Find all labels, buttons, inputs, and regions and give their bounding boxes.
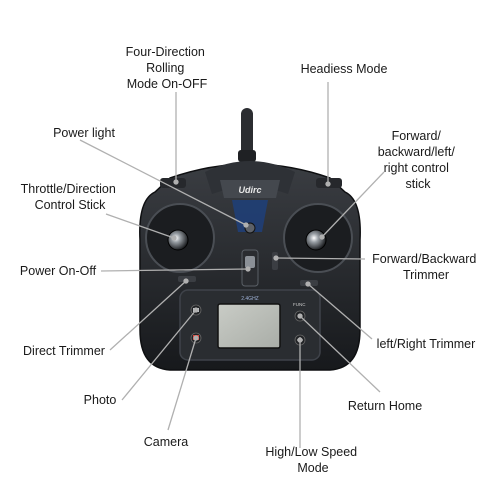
lcd-screen bbox=[217, 303, 281, 349]
callout-lines bbox=[79, 82, 385, 448]
label-speed-mode: High/Low Speed Mode bbox=[265, 445, 360, 475]
label-power-light: Power light bbox=[53, 126, 115, 140]
remote-control: Udirc 2.4GHZ bbox=[139, 108, 361, 371]
label-lr-trimmer: left/Right Trimmer bbox=[377, 337, 476, 351]
label-throttle-stick: Throttle/Direction Control Stick bbox=[21, 182, 120, 212]
label-return-home: Return Home bbox=[348, 399, 422, 413]
fb-trimmer[interactable] bbox=[272, 252, 278, 270]
brand-logo: Udirc bbox=[238, 185, 261, 195]
label-fb-trimmer: Forward/Backward Trimmer bbox=[372, 252, 480, 282]
label-headless-mode: Headiess Mode bbox=[301, 62, 388, 76]
label-forward-stick: Forward/ backward/left/ right control st… bbox=[378, 129, 459, 191]
func-label: FUNC bbox=[293, 302, 306, 307]
label-four-direction: Four-Direction Rolling Mode On-OFF bbox=[126, 45, 209, 91]
brand-plate bbox=[220, 180, 280, 198]
label-power-onoff: Power On-Off bbox=[20, 264, 97, 278]
direction-stick[interactable] bbox=[305, 229, 327, 251]
left-shoulder-button[interactable] bbox=[160, 178, 186, 188]
label-direct-trimmer: Direct Trimmer bbox=[23, 344, 105, 358]
label-camera: Camera bbox=[144, 435, 189, 449]
labels: Four-Direction Rolling Mode On-OFF Headi… bbox=[20, 45, 480, 475]
label-photo: Photo bbox=[84, 393, 117, 407]
throttle-stick[interactable] bbox=[167, 229, 189, 251]
frequency-label: 2.4GHZ bbox=[241, 296, 259, 302]
